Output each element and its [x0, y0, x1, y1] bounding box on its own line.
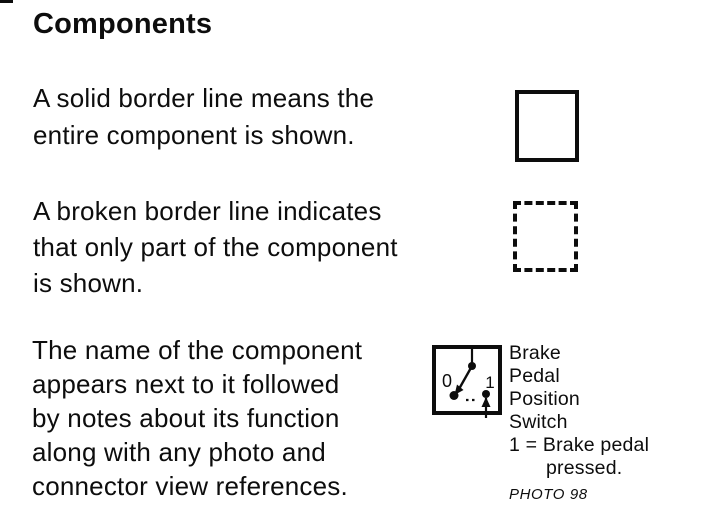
switch-lever — [457, 365, 474, 390]
page-title: Components — [33, 8, 213, 40]
paragraph-broken-border: A broken border line indicates that only… — [33, 193, 398, 301]
component-name-line: Position — [509, 388, 580, 410]
solid-border-example-box — [515, 90, 579, 162]
text-line: entire component is shown. — [33, 120, 355, 150]
switch-contact-0-dot — [449, 391, 459, 400]
paragraph-component-name: The name of the component appears next t… — [32, 333, 362, 503]
text-line: along with any photo and — [32, 437, 326, 467]
switch-contact-1-dot — [482, 390, 490, 398]
switch-outline-box — [432, 345, 502, 415]
switch-position-1-label: 1 — [485, 373, 494, 392]
broken-border-example-box — [513, 201, 578, 272]
component-name-line: Brake — [509, 342, 561, 364]
component-note-continuation: pressed. — [546, 457, 623, 479]
text-line: connector view references. — [32, 471, 348, 501]
component-note-line: 1 = Brake pedal — [509, 434, 650, 456]
component-name-line: Switch — [509, 411, 568, 433]
paragraph-solid-border: A solid border line means the entire com… — [33, 80, 374, 154]
photo-reference: PHOTO 98 — [509, 486, 588, 503]
text-line: A broken border line indicates — [33, 196, 382, 226]
text-line: A solid border line means the — [33, 83, 375, 113]
switch-position-0-label: 0 — [442, 371, 452, 391]
switch-caption: Brake Pedal Position Switch 1 = Brake pe… — [509, 342, 704, 506]
text-line: The name of the component — [32, 335, 363, 365]
switch-up-arrowhead — [481, 397, 491, 407]
component-name-line: Pedal — [509, 365, 560, 387]
brake-pedal-position-switch-symbol: 0 1 — [432, 345, 502, 418]
text-line: by notes about its function — [32, 403, 340, 433]
text-line: that only part of the component — [33, 232, 398, 262]
scan-artifact — [0, 0, 13, 3]
text-line: is shown. — [33, 268, 144, 298]
text-line: appears next to it followed — [32, 369, 340, 399]
